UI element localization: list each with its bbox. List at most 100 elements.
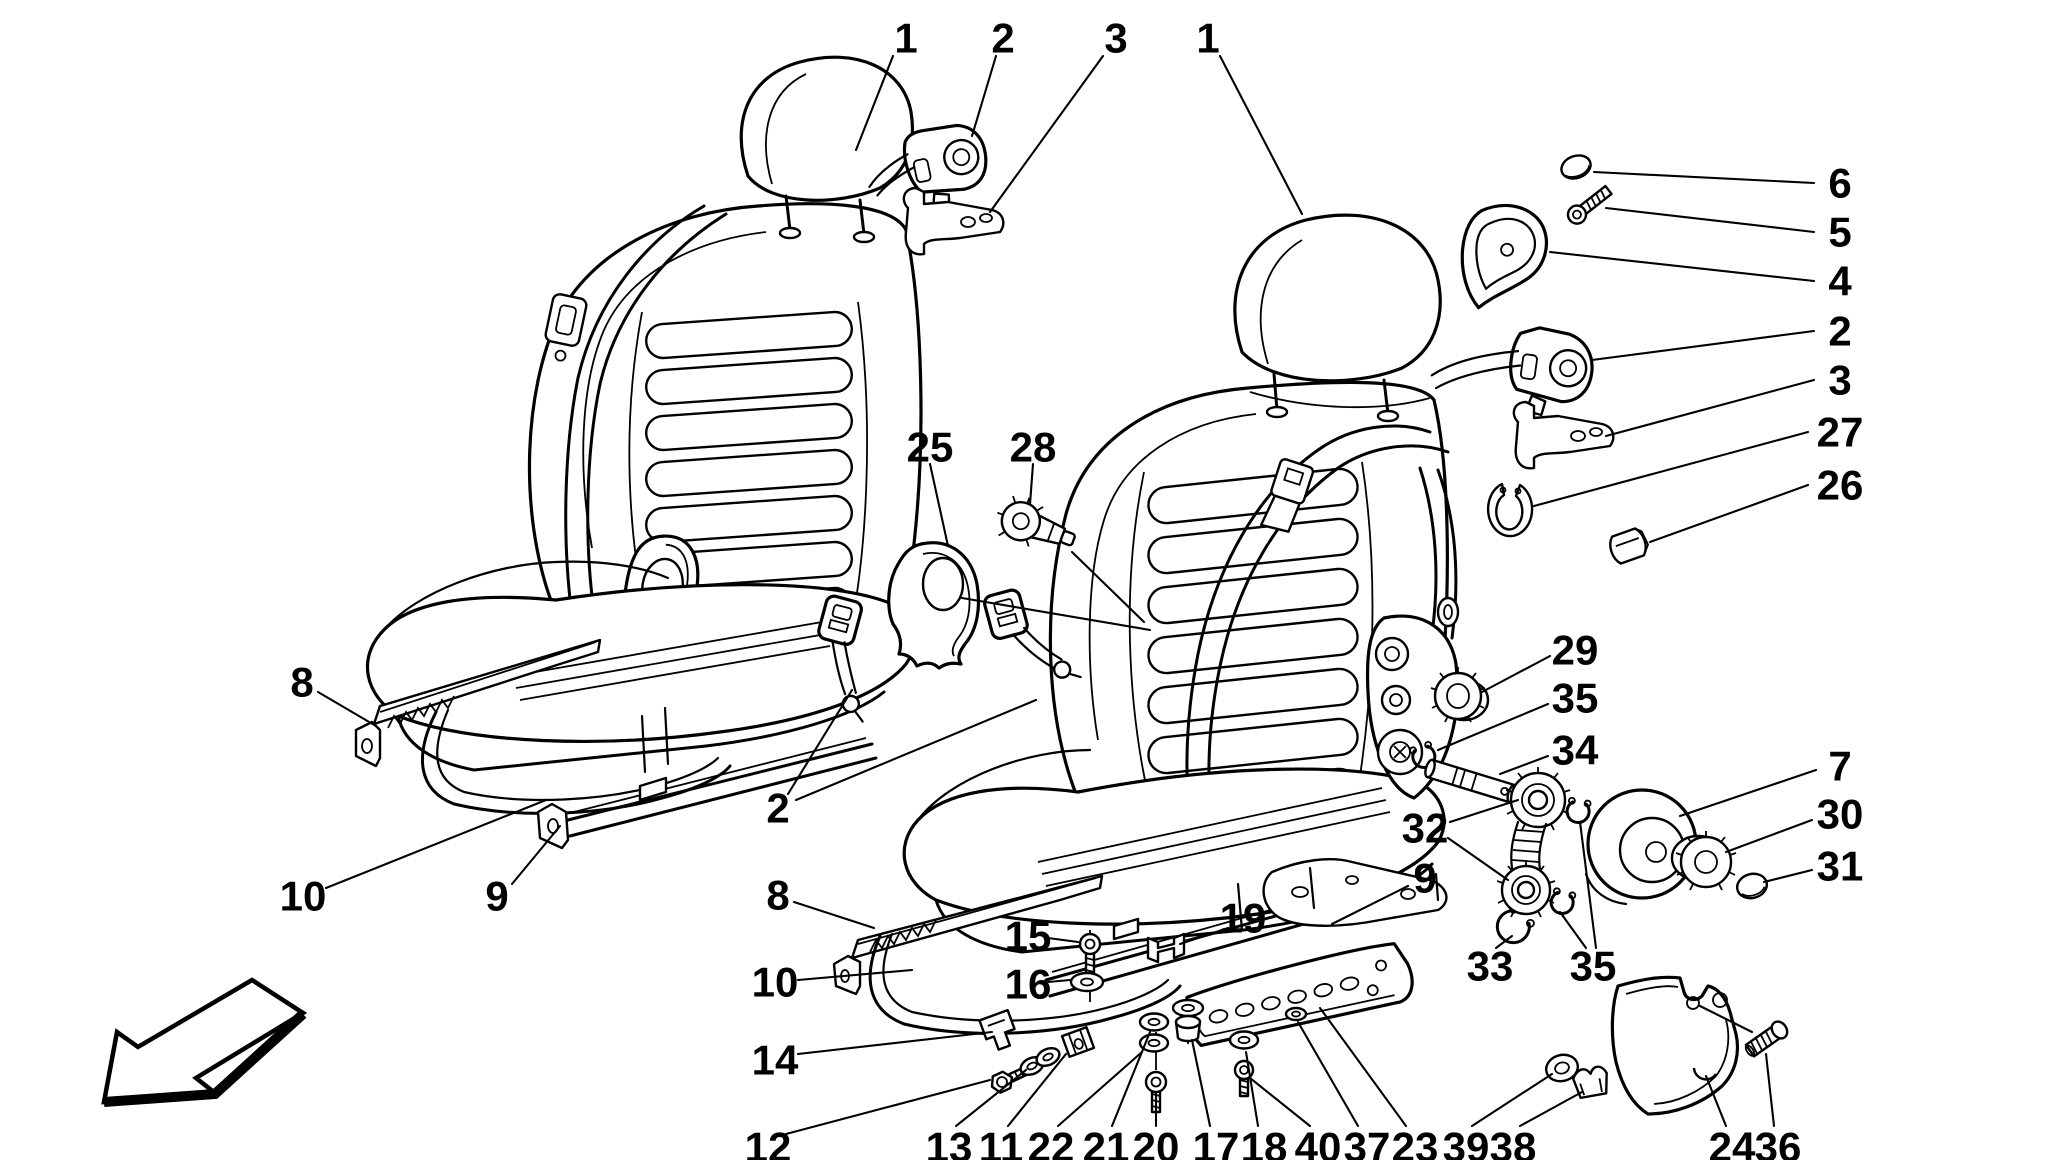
end-cap [1735,872,1769,900]
rail-washer [1069,971,1105,993]
leader-line-13 [954,1068,1028,1128]
grommet [1544,1053,1580,1083]
right-post-collar [1265,405,1289,419]
leader-line-17 [1190,1038,1212,1128]
side-shield-cover [887,541,981,670]
belt-retractor-right [1430,326,1594,417]
callout-6: 6 [1828,160,1851,207]
assembly-lines [960,550,1754,1034]
leader-line-19 [1178,926,1230,946]
rail-teeth [869,919,937,953]
leader-line-24 [1704,1074,1728,1128]
washer [1035,1046,1061,1068]
drive-belt-teeth [1511,829,1545,863]
callout-13: 13 [926,1124,973,1160]
leader-line-16 [1046,978,1072,984]
callout-36: 36 [1755,1124,1802,1160]
callout-2-mid: 2 [766,785,789,832]
right-seat-belt-strap [1185,424,1458,850]
knurled-gear [1670,831,1737,891]
buckle-right [983,588,1082,679]
leader-line-11 [1006,1052,1068,1128]
knurled-knob [1430,667,1490,723]
belt-tongue-on-strap [1259,458,1315,533]
callout-32: 32 [1402,805,1449,852]
buckle-left [817,594,864,723]
leader-line-35-lower [1578,820,1598,950]
outer-shield-panel [1610,975,1740,1116]
leader-line-1-right [1218,54,1304,216]
leader-line-2-mid [786,688,854,796]
arrow-thick-edge [103,1010,307,1107]
leader-line-14 [796,1030,994,1056]
left-headrest-posts [784,194,866,236]
leader-line-9-left [510,824,562,886]
leader-line-21 [1110,1030,1152,1128]
left-rail-end-bracket [354,720,382,768]
left-seat-belt-strap [544,204,728,618]
right-headrest-posts [1272,372,1390,416]
leader-line-38 [1518,1090,1584,1128]
circlip [1565,796,1592,824]
right-front-rail [850,874,1104,960]
callout-24: 24 [1709,1124,1756,1160]
left-post-collar [778,226,802,240]
leader-line-4 [1548,250,1816,283]
spring-clip [1609,527,1650,565]
callout-2-top: 2 [991,15,1014,62]
leader-line-34 [1498,754,1550,776]
assembly-line-2 [1698,1004,1754,1034]
right-cushion-bolster [916,748,1092,822]
adjuster-knob-shaft [997,495,1076,547]
callout-28: 28 [1010,424,1057,471]
mounting-hardware [978,932,1789,1116]
left-rear-rail-bracket [536,802,570,850]
rubber-grommet [1174,1014,1202,1043]
callout-27: 27 [1817,409,1864,456]
leader-line-10-left [324,798,548,890]
leader-line-15 [1046,936,1080,944]
leader-line-27 [1532,430,1810,508]
callout-35-lower: 35 [1570,943,1617,990]
callout-35-upper: 35 [1552,675,1599,722]
callout-31: 31 [1817,843,1864,890]
leader-line-35-upper [1436,702,1550,752]
callout-10-mid: 10 [752,959,799,1006]
leader-lines [316,54,1818,1136]
recline-knob [1380,684,1412,716]
callout-3-top: 3 [1104,15,1127,62]
callout-11: 11 [979,1124,1023,1160]
callout-34: 34 [1552,727,1599,774]
leader-line-2-top [970,54,998,138]
recliner-hand-wheel [1584,788,1720,906]
clamp-plate [978,1008,1016,1051]
callout-33: 33 [1467,943,1514,990]
right-seat-back-contour [1088,413,1257,741]
callout-40: 40 [1295,1124,1342,1160]
self-tapping-screw [1744,1020,1789,1058]
callout-12: 12 [745,1124,792,1160]
leader-line-28 [1028,462,1035,506]
leader-line-1-left [854,54,895,152]
right-post-collar [1376,409,1400,423]
callout-18: 18 [1241,1124,1288,1160]
callout-29: 29 [1552,627,1599,674]
leader-line-33 [1494,934,1514,950]
callout-3-right: 3 [1828,357,1851,404]
leader-line-36 [1764,1052,1776,1128]
callout-1-right: 1 [1196,15,1219,62]
callout-37: 37 [1344,1124,1391,1160]
callout-8-mid: 8 [766,872,789,919]
leader-line-26 [1648,483,1810,544]
recline-knob [1374,636,1410,672]
callout-26: 26 [1817,462,1864,509]
belt-bracket-right [1512,400,1615,470]
washer [1171,998,1205,1018]
callout-21: 21 [1083,1124,1130,1160]
leader-line-31 [1762,868,1814,884]
leader-line-40 [1248,1076,1312,1128]
leader-line-29 [1480,654,1552,694]
callout-20: 20 [1133,1124,1180,1160]
assembly-line-0 [960,596,1152,632]
